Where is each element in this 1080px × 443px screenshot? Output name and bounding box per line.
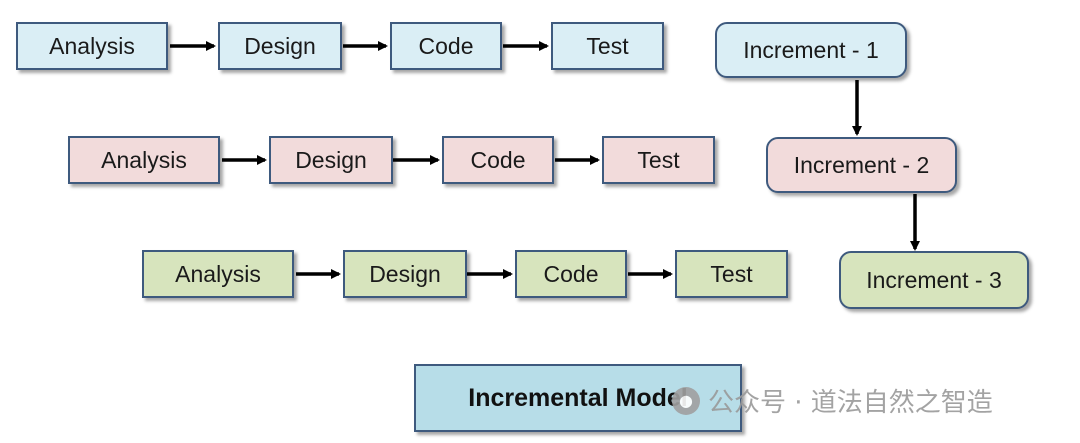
- row3-analysis-box: Analysis: [142, 250, 294, 298]
- row1-analysis-box: Analysis: [16, 22, 168, 70]
- watermark-text: 公众号 · 道法自然之智造: [708, 388, 993, 418]
- increment-1-box: Increment - 1: [715, 22, 907, 78]
- row3-code-box: Code: [515, 250, 627, 298]
- row3-design-box: Design: [343, 250, 467, 298]
- row1-test-box: Test: [551, 22, 664, 70]
- wechat-logo-icon: ●: [672, 386, 700, 415]
- row2-design-box: Design: [269, 136, 393, 184]
- increment-2-box: Increment - 2: [766, 137, 957, 193]
- row2-analysis-box: Analysis: [68, 136, 220, 184]
- row3-test-box: Test: [675, 250, 788, 298]
- watermark: ● 公众号 · 道法自然之智造: [672, 382, 993, 419]
- row2-code-box: Code: [442, 136, 554, 184]
- row1-code-box: Code: [390, 22, 502, 70]
- increment-3-box: Increment - 3: [839, 251, 1029, 309]
- row1-design-box: Design: [218, 22, 342, 70]
- row2-test-box: Test: [602, 136, 715, 184]
